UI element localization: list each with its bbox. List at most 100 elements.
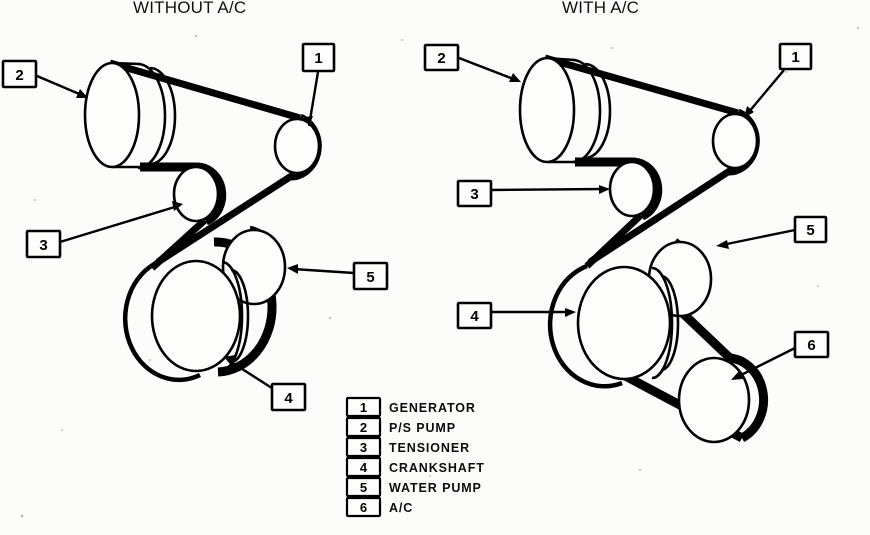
callout-right-3-leader: [489, 187, 605, 192]
callout-left-3-box[interactable]: [25, 229, 62, 259]
callout-right-1[interactable]: 1: [744, 42, 813, 118]
diagram-title-left: WITHOUT A/C: [133, 0, 246, 17]
callout-left-1[interactable]: 1: [301, 42, 336, 127]
legend-item-6: 6 A/C: [345, 496, 413, 518]
legend-item-3-box: [345, 436, 382, 458]
legend-item-3-number: 3: [360, 440, 367, 455]
legend-item-5-box: [345, 476, 382, 498]
belt-segment-ps-to-generator: [109, 59, 301, 122]
pulley-ac-right: [677, 356, 751, 444]
legend-item-6-box: [345, 496, 382, 518]
legend-item-6-label: A/C: [389, 501, 413, 515]
callout-left-3-arrowhead: [172, 201, 183, 211]
callout-right-5[interactable]: 5: [716, 215, 828, 249]
belt-segment-tensioner-to-crankshaft: [149, 217, 208, 271]
callout-left-1-box[interactable]: [301, 42, 336, 73]
legend-item-2-label: P/S PUMP: [389, 421, 456, 435]
belt-segment-generator-to-crankshaft: [156, 172, 295, 265]
belt-segment-generator-to-crankshaft-ac: [588, 167, 733, 265]
legend-item-5-number: 5: [360, 480, 367, 495]
callout-left-5-number: 5: [366, 269, 374, 286]
legend: 1 GENERATOR 2 P/S PUMP 3 TENSIONER 4 CRA…: [345, 396, 485, 518]
callout-right-3-number: 3: [470, 186, 478, 203]
callout-right-4-number: 4: [470, 308, 479, 325]
pulley-ps-pump-left: [83, 61, 177, 170]
callout-right-2-leader: [458, 56, 517, 82]
legend-item-1: 1 GENERATOR: [345, 396, 476, 418]
callout-right-1-number: 1: [791, 49, 799, 66]
belt-wrap-crankshaft-left: [122, 259, 201, 383]
belt-path-without-ac: [109, 59, 322, 383]
callout-right-4-arrowhead: [565, 308, 576, 317]
legend-item-1-box: [345, 396, 382, 418]
callout-right-2-number: 2: [437, 50, 445, 67]
callout-left-4-number: 4: [284, 390, 293, 407]
callout-left-3-number: 3: [39, 237, 47, 254]
legend-item-1-label: GENERATOR: [389, 401, 476, 415]
callout-left-5-box[interactable]: [352, 261, 389, 291]
pulley-tensioner-left: [172, 165, 220, 223]
callout-right-3-arrowhead: [599, 185, 610, 194]
callout-right-1-box[interactable]: [778, 42, 813, 71]
callout-right-5-number: 5: [806, 222, 814, 239]
legend-item-2-box: [345, 416, 382, 438]
legend-item-3: 3 TENSIONER: [345, 436, 469, 458]
callout-right-6-leader: [736, 346, 796, 379]
callout-left-4-box[interactable]: [270, 382, 307, 412]
callout-right-6-arrowhead: [731, 371, 743, 380]
callout-right-6-box[interactable]: [793, 330, 830, 359]
callout-left-5-arrowhead: [287, 264, 298, 274]
pulley-crankshaft-right: [576, 265, 680, 381]
callout-right-2[interactable]: 2: [423, 43, 521, 82]
callout-left-2-arrowhead: [76, 89, 88, 98]
callout-left-2-leader: [36, 74, 85, 98]
legend-item-2-number: 2: [360, 420, 367, 435]
legend-item-6-number: 6: [360, 500, 367, 515]
diagram-title-right: WITH A/C: [562, 0, 639, 17]
callout-right-4-box[interactable]: [456, 301, 493, 330]
callout-left-1-number: 1: [314, 50, 322, 67]
belt-segment-ps-to-generator-ac: [544, 54, 739, 117]
callout-left-3[interactable]: 3: [25, 201, 183, 259]
callout-right-6[interactable]: 6: [731, 330, 830, 380]
callout-left-2-number: 2: [15, 67, 23, 84]
legend-item-1-number: 1: [360, 400, 367, 415]
belt-path-with-ac: [544, 54, 769, 442]
callout-right-2-arrowhead: [509, 73, 521, 82]
diagram-without-ac: 1 2 3 4: [1, 42, 389, 412]
pulley-generator-left: [273, 117, 321, 175]
callout-left-4-arrowhead: [224, 355, 235, 364]
pulley-ps-pump-right: [518, 56, 612, 164]
callout-right-5-box[interactable]: [793, 215, 828, 244]
pulley-generator-right: [711, 112, 759, 170]
callout-left-1-arrowhead: [305, 116, 313, 126]
belt-segment-tensioner-to-crankshaft-ac: [584, 212, 644, 269]
belt-wrap-crankshaft-left-ac: [547, 263, 623, 389]
pulley-crankshaft-left: [150, 259, 250, 373]
callout-left-3-leader: [59, 204, 179, 244]
legend-item-5-label: WATER PUMP: [389, 481, 482, 495]
callout-right-2-box[interactable]: [423, 43, 460, 72]
legend-item-4-label: CRANKSHAFT: [389, 461, 485, 475]
legend-item-4-number: 4: [360, 460, 368, 475]
callout-left-4[interactable]: 4: [224, 355, 307, 412]
callout-left-5[interactable]: 5: [287, 261, 389, 291]
callout-right-5-leader: [721, 228, 796, 247]
callout-right-3-box[interactable]: [456, 179, 493, 208]
callout-left-4-leader: [227, 358, 276, 392]
callout-right-3[interactable]: 3: [456, 179, 610, 208]
callout-left-2-box[interactable]: [1, 59, 38, 89]
belt-wrap-ac: [729, 353, 769, 442]
pulley-tensioner-right: [608, 160, 656, 218]
diagram-with-ac: 1 2 3 4: [423, 42, 830, 444]
callout-left-2[interactable]: 2: [1, 59, 88, 98]
callout-right-1-arrowhead: [744, 106, 754, 118]
legend-item-5: 5 WATER PUMP: [345, 476, 482, 498]
callout-right-4[interactable]: 4: [456, 301, 576, 330]
callout-right-1-leader: [747, 69, 785, 114]
legend-item-4-box: [345, 456, 382, 478]
legend-item-4: 4 CRANKSHAFT: [345, 456, 485, 478]
